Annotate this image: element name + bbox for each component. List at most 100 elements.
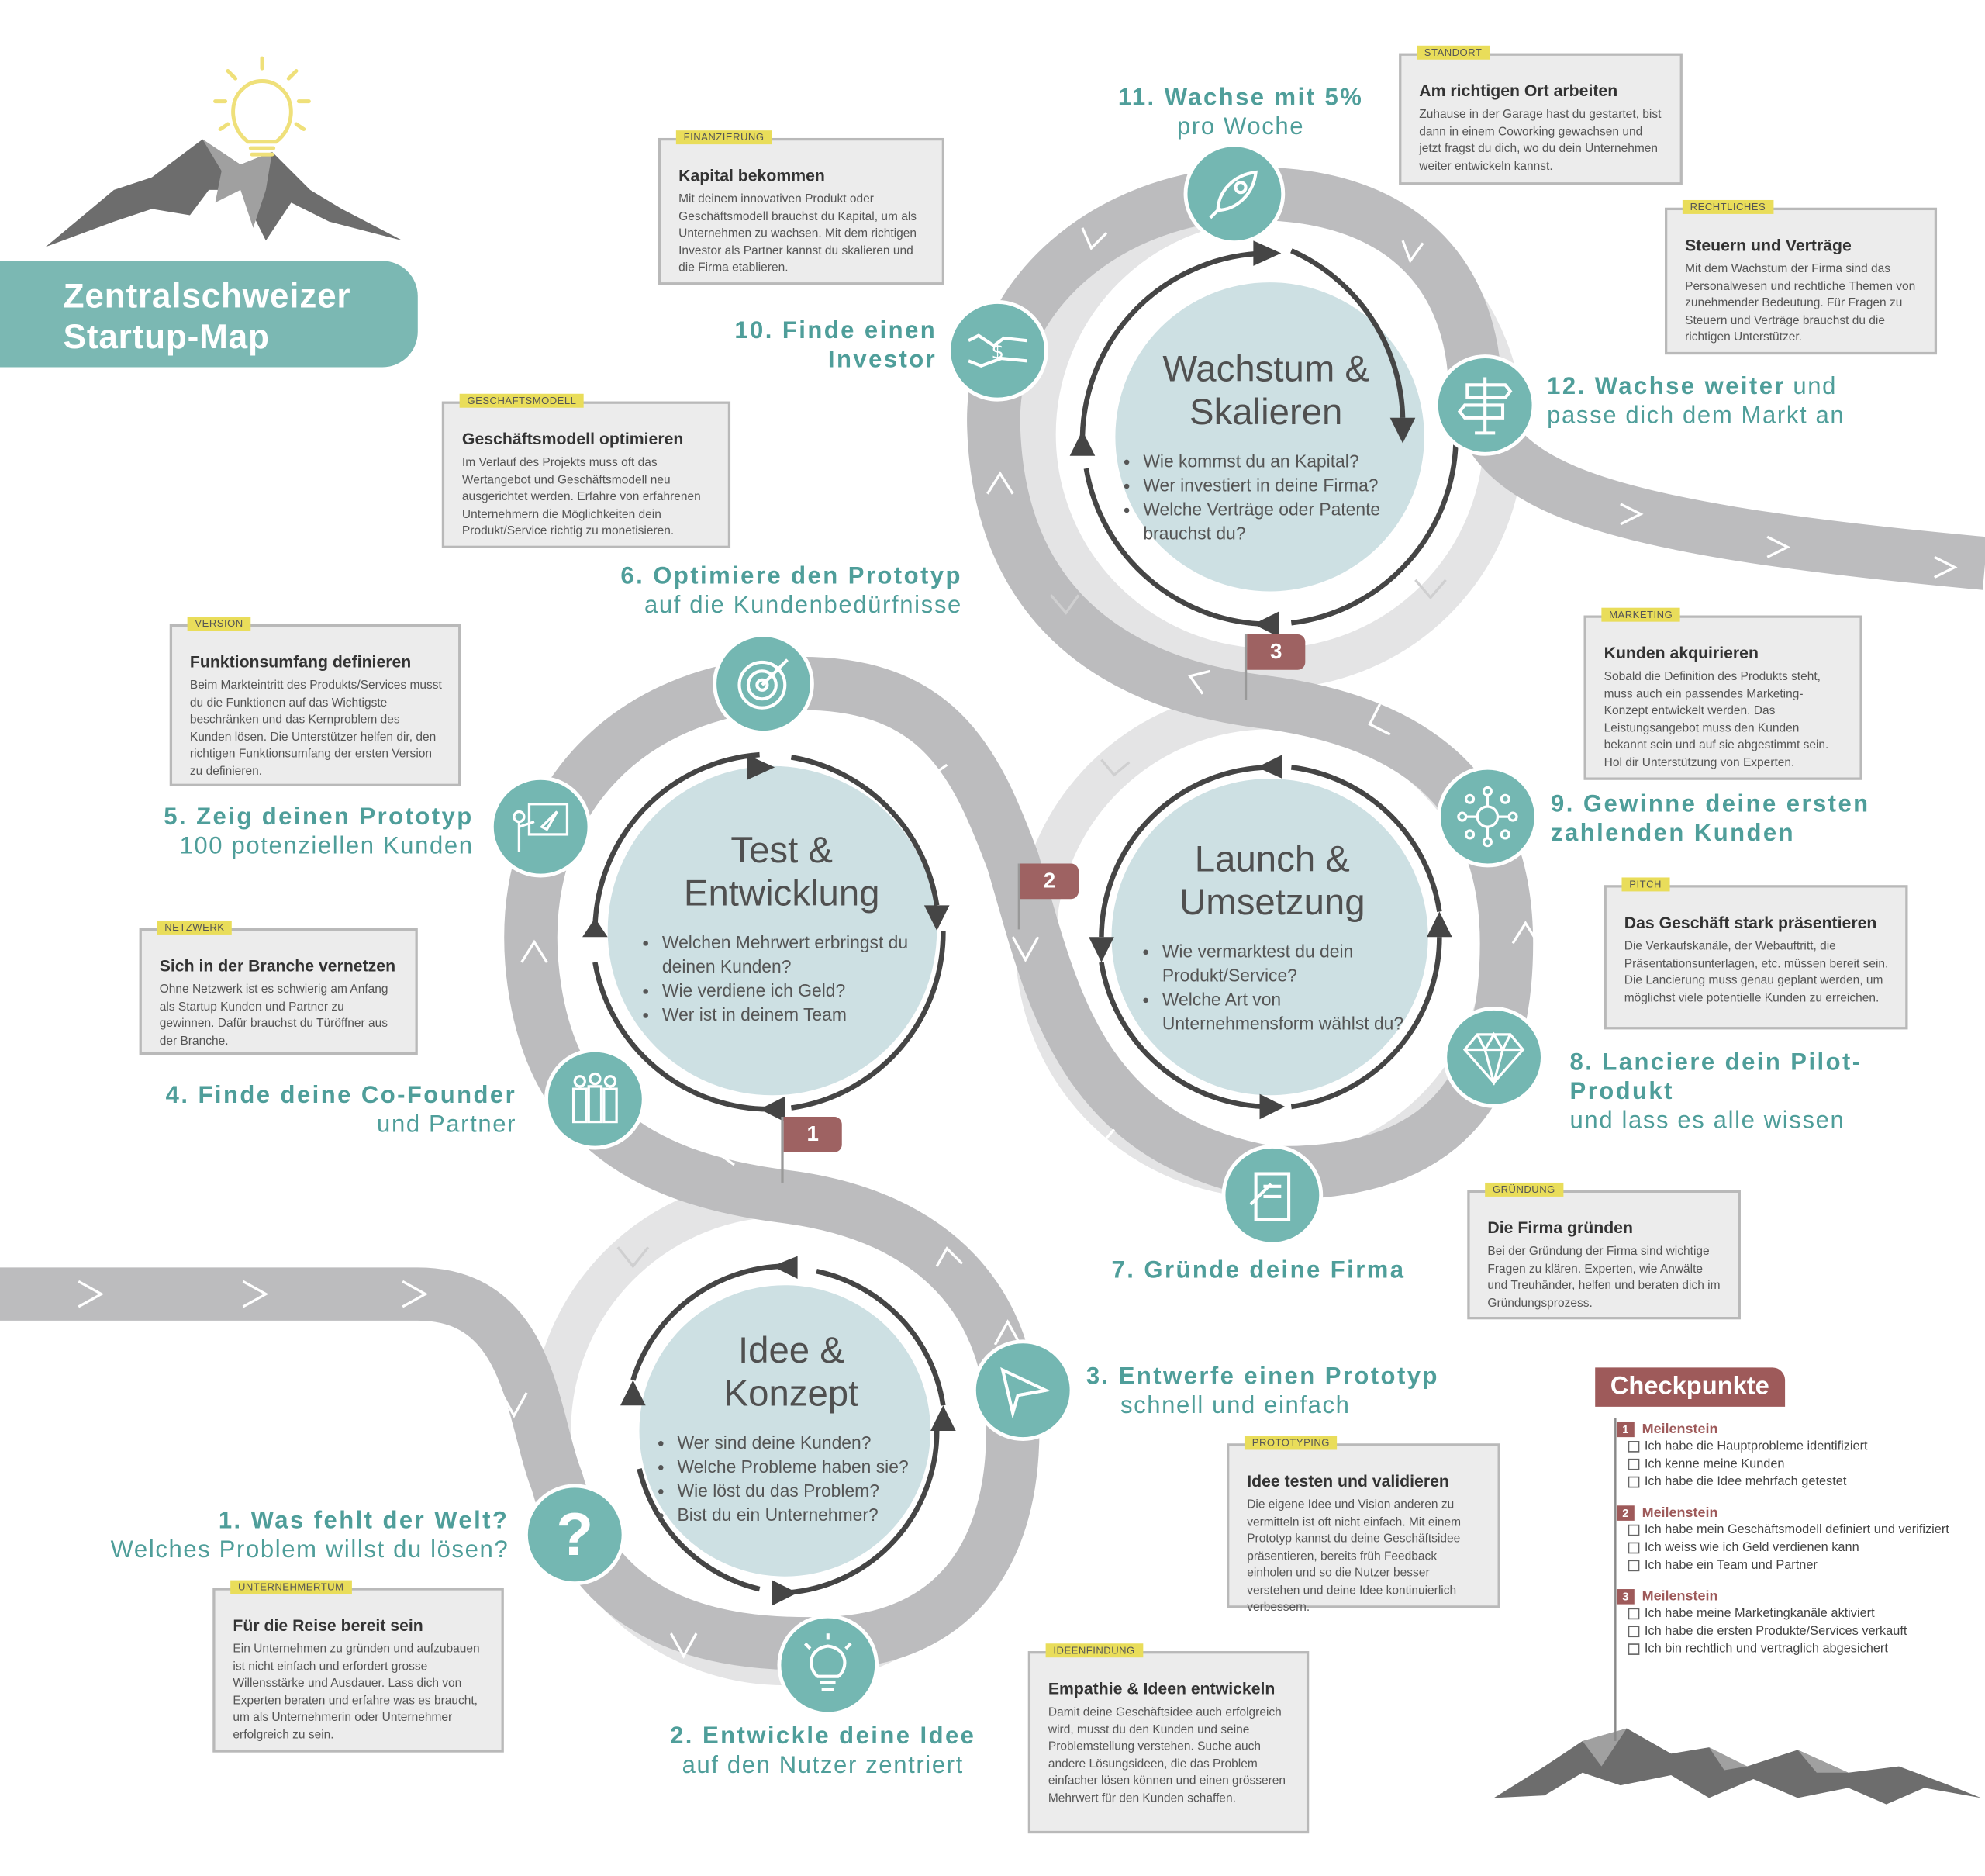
step-title: Was fehlt der Welt? — [250, 1508, 509, 1535]
question-item: Wer investiert in deine Firma? — [1143, 474, 1411, 498]
paper-plane-icon — [972, 1339, 1074, 1442]
step-title: Optimiere den Prototyp — [653, 563, 962, 590]
step-8-label: 8. Lanciere dein Pilot-Produkt und lass … — [1570, 1049, 1925, 1136]
info-card-version: VERSION Funktionsumfang definieren Beim … — [169, 617, 461, 786]
card-title: Idee testen und validieren — [1247, 1471, 1449, 1491]
card-text: Bei der Gründung der Firma sind wichtige… — [1487, 1244, 1721, 1311]
milestone-label: Meilenstein — [1642, 1589, 1718, 1605]
question-icon: ? — [523, 1484, 626, 1586]
step-number: 5. — [164, 803, 188, 831]
card-title: Sich in der Branche vernetzen — [159, 955, 396, 976]
phase-launch-umsetzung: Launch & Umsetzung Wie vermarktest du de… — [1139, 838, 1405, 1036]
phase-title: Wachstum & Skalieren — [1162, 349, 1369, 434]
card-title: Die Firma gründen — [1487, 1218, 1633, 1238]
card-tag: FINANZIERUNG — [675, 130, 772, 145]
step-subtitle: auf den Nutzer zentriert — [682, 1752, 964, 1779]
checklist-item[interactable]: Ich habe meine Marketingkanäle aktiviert — [1617, 1605, 1975, 1622]
step-number: 9. — [1551, 791, 1575, 818]
step-subtitle: schnell und einfach — [1120, 1392, 1351, 1420]
diamond-icon — [1443, 1006, 1545, 1108]
milestone-flag-2: 2 — [1020, 863, 1079, 900]
card-title: Funktionsumfang definieren — [189, 651, 412, 672]
question-item: Wer sind deine Kunden? — [677, 1431, 930, 1455]
question-item: Wie vermarktest du dein Produkt/Service? — [1162, 939, 1405, 987]
checklist-item[interactable]: Ich habe mein Geschäftsmodell definiert … — [1617, 1522, 1975, 1539]
step-2-label: 2. Entwickle deine Idee auf den Nutzer z… — [608, 1722, 1038, 1780]
step-4-label: 4. Finde deine Co-Founder und Partner — [76, 1081, 516, 1139]
step-number: 12. — [1547, 373, 1586, 400]
phase-idee-konzept: Idee & Konzept Wer sind deine Kunden? We… — [652, 1329, 930, 1527]
step-number: 3. — [1086, 1363, 1110, 1391]
info-card-ideenfindung: IDEENFINDUNG Empathie & Ideen entwickeln… — [1027, 1643, 1310, 1834]
step-subtitle: und lass es alle wissen — [1569, 1107, 1845, 1135]
step-title: Lanciere dein Pilot-Produkt — [1569, 1049, 1862, 1106]
handshake-icon: $ — [947, 299, 1048, 402]
team-icon — [544, 1048, 646, 1150]
lightbulb-icon — [777, 1614, 879, 1716]
card-tag: IDEENFINDUNG — [1045, 1643, 1143, 1658]
step-number: 6. — [620, 563, 645, 590]
step-number: 8. — [1569, 1049, 1594, 1076]
step-11-label: 11. Wachse mit 5% pro Woche — [1101, 84, 1379, 142]
checklist-item[interactable]: Ich weiss wie ich Geld verdienen kann — [1617, 1539, 1975, 1556]
card-title: Steuern und Verträge — [1685, 235, 1852, 255]
card-tag: GRÜNDUNG — [1485, 1182, 1563, 1197]
card-tag: PITCH — [1621, 877, 1669, 892]
step-subtitle: und Partner — [377, 1111, 517, 1138]
question-item: Welche Art von Unternehmensform wählst d… — [1162, 988, 1405, 1036]
milestone-flag-3: 3 — [1247, 634, 1306, 670]
step-number: 10. — [734, 317, 774, 345]
question-item: Welche Probleme haben sie? — [677, 1455, 930, 1479]
question-item: Welche Verträge oder Patente brauchst du… — [1143, 498, 1411, 546]
checklist-item[interactable]: Ich habe die ersten Produkte/Services ve… — [1617, 1623, 1975, 1639]
card-title: Am richtigen Ort arbeiten — [1419, 81, 1618, 100]
signpost-icon — [1434, 354, 1536, 456]
checklist-item[interactable]: Ich bin rechtlich und vertraglich abgesi… — [1617, 1641, 1975, 1657]
info-card-rechtliches: RECHTLICHES Steuern und Verträge Mit dem… — [1665, 199, 1938, 355]
checklist-item[interactable]: Ich kenne meine Kunden — [1617, 1456, 1975, 1473]
document-icon — [1221, 1144, 1324, 1246]
question-item: Wie kommst du an Kapital? — [1143, 450, 1411, 474]
checklist-item[interactable]: Ich habe die Hauptprobleme identifiziert — [1617, 1439, 1975, 1455]
card-title: Für die Reise bereit sein — [233, 1615, 423, 1635]
phase-questions: Wie vermarktest du dein Produkt/Service?… — [1139, 939, 1405, 1035]
checklist-item[interactable]: Ich habe ein Team und Partner — [1617, 1557, 1975, 1574]
info-card-standort: STANDORT Am richtigen Ort arbeiten Zuhau… — [1399, 45, 1683, 185]
step-number: 4. — [165, 1082, 190, 1110]
phase-questions: Welchen Mehrwert erbringst du deinen Kun… — [640, 931, 924, 1027]
card-text: Die Verkaufskanäle, der Webauftritt, die… — [1624, 939, 1889, 1005]
info-card-pitch: PITCH Das Geschäft stark präsentieren Di… — [1604, 877, 1908, 1030]
phase-title: Test & Entwicklung — [683, 831, 880, 914]
card-title: Geschäftsmodell optimieren — [461, 429, 684, 448]
checkpoints-title: Checkpunkte — [1595, 1367, 1785, 1407]
card-text: Zuhause in der Garage hast du gestartet,… — [1419, 107, 1662, 173]
flag-pole — [1017, 863, 1020, 930]
phase-questions: Wie kommst du an Kapital? Wer investiert… — [1120, 450, 1412, 546]
step-title: Entwerfe einen Prototyp — [1118, 1363, 1439, 1391]
page-title: Zentralschweizer Startup-Map — [63, 277, 351, 356]
card-text: Sobald die Definition des Produkts steht… — [1604, 669, 1829, 769]
card-text: Mit dem Wachstum der Firma sind das Pers… — [1685, 261, 1916, 345]
card-tag: UNTERNEHMERTUM — [230, 1580, 352, 1594]
milestone-label: Meilenstein — [1642, 1505, 1718, 1521]
step-subtitle: Welches Problem willst du lösen? — [110, 1537, 509, 1564]
step-number: 2. — [670, 1723, 694, 1750]
info-card-geschaeftsmodell: GESCHÄFTSMODELL Geschäftsmodell optimier… — [441, 393, 731, 548]
flag-pole — [781, 1117, 784, 1183]
step-subtitle: auf die Kundenbedürfnisse — [644, 593, 962, 620]
step-number: 11. — [1117, 85, 1156, 112]
info-card-netzwerk: NETZWERK Sich in der Branche vernetzen O… — [139, 920, 418, 1055]
step-title: Entwickle deine Idee — [702, 1723, 976, 1750]
step-10-label: 10. Finde einen Investor — [709, 316, 937, 375]
phase-wachstum-skalieren: Wachstum & Skalieren Wie kommst du an Ka… — [1120, 348, 1412, 546]
info-card-marketing: MARKETING Kunden akquirieren Sobald die … — [1583, 607, 1862, 780]
step-subtitle: und passe dich dem Markt an — [1547, 373, 1845, 430]
info-card-prototyping: PROTOTYPING Idee testen und validieren D… — [1227, 1436, 1500, 1615]
step-6-label: 6. Optimiere den Prototyp auf die Kunden… — [532, 562, 962, 620]
checklist-item[interactable]: Ich habe die Idee mehrfach getestet — [1617, 1474, 1975, 1490]
card-tag: NETZWERK — [157, 920, 233, 935]
